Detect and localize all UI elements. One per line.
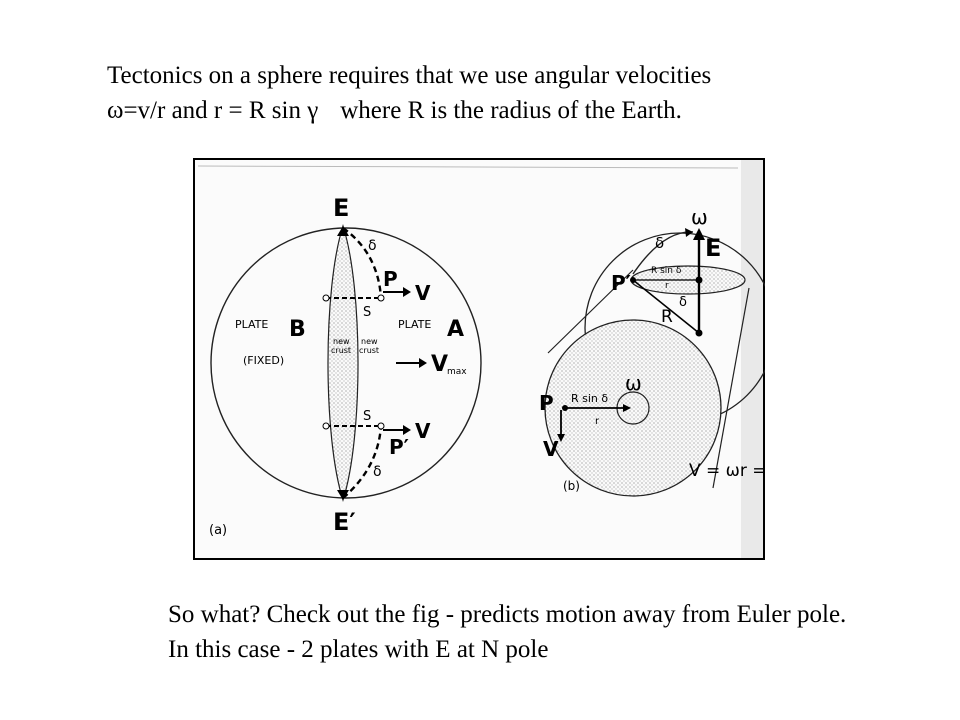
label-plate-a-letter: A bbox=[447, 317, 464, 342]
label-p-top: P bbox=[383, 267, 398, 291]
heading-line-2-formula: ω=v/r and r = R sin γ bbox=[107, 97, 319, 124]
label-r-sin-delta-top: R sin δ bbox=[651, 266, 682, 276]
label-p-disc: P bbox=[539, 391, 554, 415]
label-r-sin-delta-disc: R sin δ bbox=[571, 392, 608, 405]
label-euler-pole-b: E bbox=[705, 234, 721, 262]
heading-line-2-text: where R is the radius of the Earth. bbox=[340, 97, 682, 124]
label-v-disc: V bbox=[543, 437, 559, 461]
label-r-small-top: r bbox=[665, 281, 669, 291]
label-p-bottom: P′ bbox=[389, 435, 409, 459]
page-edge-shadow bbox=[741, 160, 763, 558]
label-plate-b: PLATE bbox=[235, 318, 268, 331]
euler-pole-figure: E E′ δ δ P P′ V V V max S S PLATE B (FIX… bbox=[193, 158, 765, 560]
label-plate-b-fixed: (FIXED) bbox=[243, 354, 284, 367]
panel-b: ω E δ δ P′ R sin δ r R ω P R sin δ r V (… bbox=[539, 205, 765, 497]
label-panel-b: (b) bbox=[563, 479, 580, 493]
label-crust-left: crust bbox=[331, 346, 351, 355]
slide-caption: So what? Check out the fig - predicts mo… bbox=[168, 601, 847, 663]
label-s-top: S bbox=[363, 305, 371, 320]
label-v-max-sub: max bbox=[447, 367, 467, 377]
label-r-big: R bbox=[661, 307, 673, 327]
euler-pole-bottom-marker bbox=[337, 490, 349, 500]
label-v-max: V bbox=[431, 352, 448, 377]
rotation-disc bbox=[544, 319, 722, 497]
label-new-crust-right: new bbox=[361, 337, 378, 346]
label-p-prime-b: P′ bbox=[611, 271, 631, 295]
label-new-crust-left: new bbox=[333, 337, 350, 346]
label-panel-a: (a) bbox=[209, 523, 227, 538]
label-euler-pole-top: E bbox=[333, 194, 349, 222]
label-euler-pole-bottom: E′ bbox=[333, 508, 356, 536]
label-delta-b2: δ bbox=[679, 295, 687, 310]
label-velocity-formula: V = ωr = ( bbox=[689, 461, 765, 481]
label-plate-a: PLATE bbox=[398, 318, 431, 331]
label-plate-b-letter: B bbox=[289, 317, 306, 342]
euler-pole-top-marker bbox=[337, 226, 349, 236]
label-delta-b: δ bbox=[655, 234, 664, 252]
heading-line-1: Tectonics on a sphere requires that we u… bbox=[107, 62, 712, 89]
label-v-bottom: V bbox=[415, 419, 431, 443]
slide-heading: Tectonics on a sphere requires that we u… bbox=[107, 58, 907, 128]
heading-line-2: ω=v/r and r = R sin γ where R is the radi… bbox=[107, 93, 907, 128]
label-v-top: V bbox=[415, 281, 431, 305]
panel-a: E E′ δ δ P P′ V V V max S S PLATE B (FIX… bbox=[209, 194, 482, 538]
label-omega-axis: ω bbox=[691, 205, 708, 229]
label-omega-disc: ω bbox=[625, 371, 642, 395]
label-delta-top: δ bbox=[368, 238, 377, 254]
label-s-bottom: S bbox=[363, 409, 371, 424]
figure-svg: E E′ δ δ P P′ V V V max S S PLATE B (FIX… bbox=[193, 158, 765, 560]
label-crust-right: crust bbox=[359, 346, 379, 355]
label-delta-bottom: δ bbox=[373, 464, 382, 480]
earth-circle-a bbox=[210, 227, 482, 499]
label-r-small-disc: r bbox=[595, 416, 600, 427]
